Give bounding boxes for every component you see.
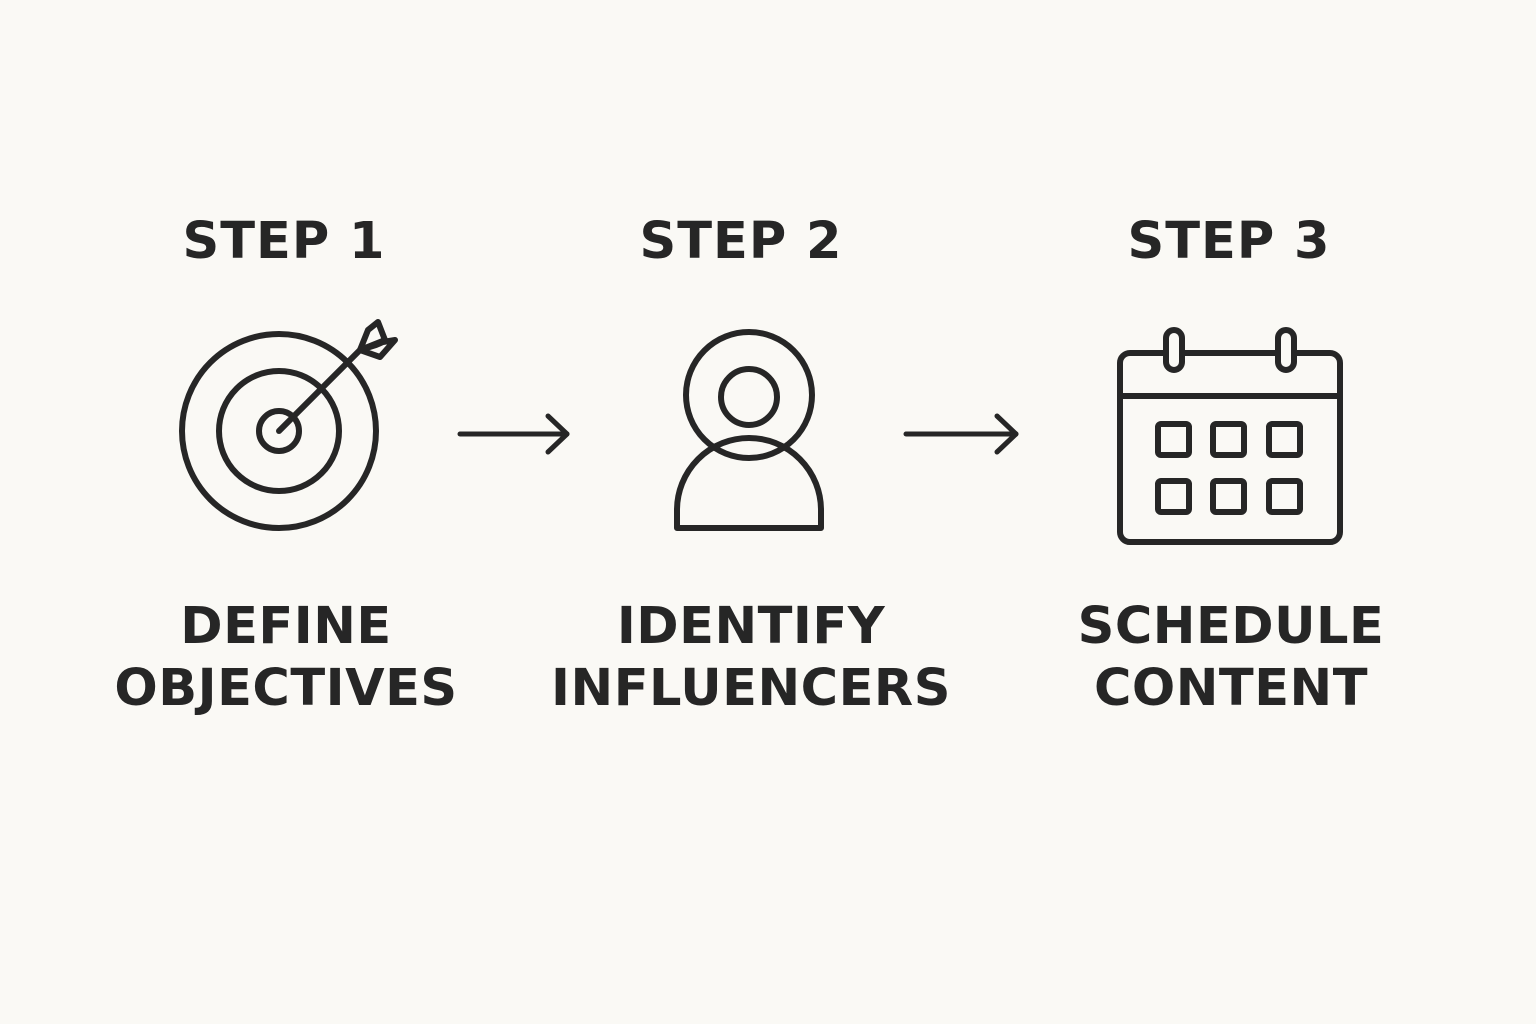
step-3-label-line-2: CONTENT [1093,659,1369,718]
step-3-label: SCHEDULE CONTENT [1011,596,1451,720]
step-1-label-line-2: OBJECTIVES [114,659,458,718]
step-1-title: STEP 1 [182,212,386,271]
arrow-right-icon [903,413,1019,455]
arrow-right-icon [457,413,570,455]
calendar-icon [1117,327,1343,545]
step-3-label-line-1: SCHEDULE [1077,597,1385,656]
step-2-label-line-1: IDENTIFY [616,597,886,656]
step-1-label: DEFINE OBJECTIVES [66,596,506,720]
step-3-title: STEP 3 [1127,212,1331,271]
step-2-label-line-2: INFLUENCERS [551,659,951,718]
step-2-label: IDENTIFY INFLUENCERS [531,596,971,720]
step-2-title: STEP 2 [639,212,843,271]
step-1-label-line-1: DEFINE [180,597,392,656]
target-arrow-icon [179,319,398,531]
person-icon [674,329,824,531]
